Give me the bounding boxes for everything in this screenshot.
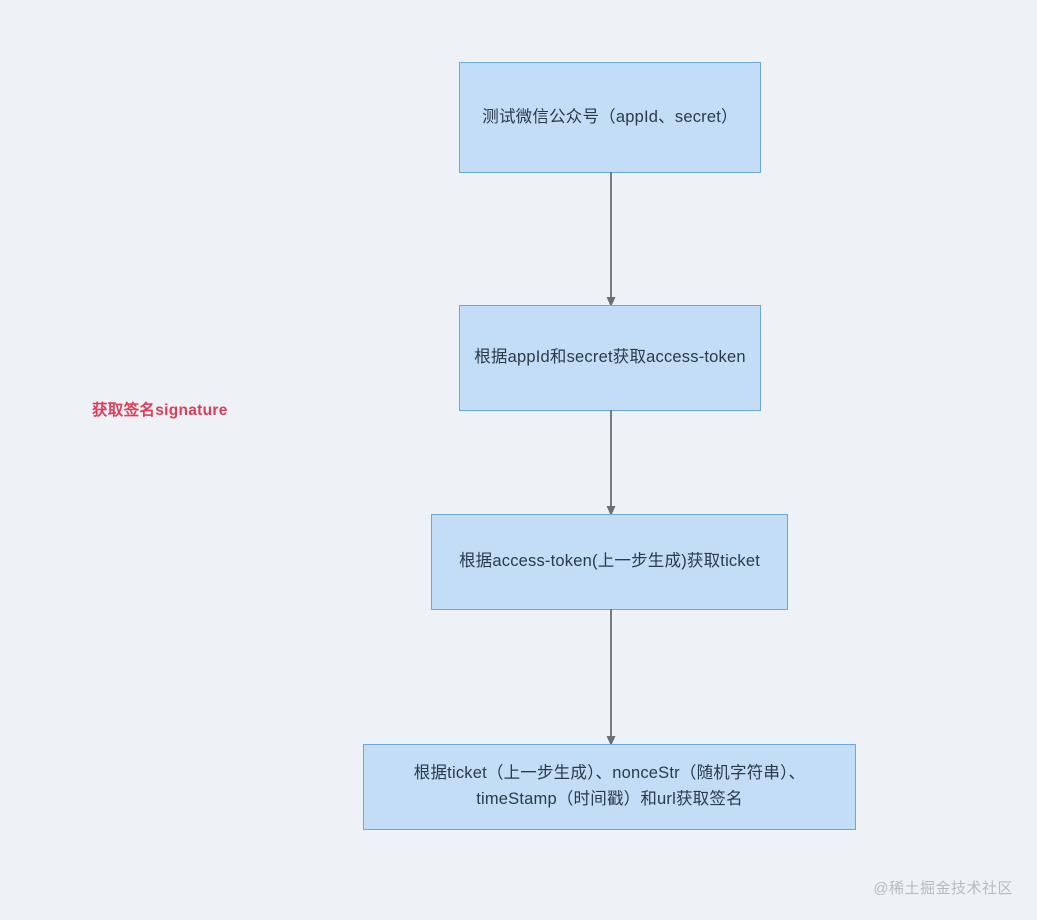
flow-connector-arrow-2 bbox=[606, 410, 616, 516]
flow-connector-arrow-1 bbox=[606, 172, 616, 307]
flow-node-label: 根据ticket（上一步生成）、nonceStr（随机字符串）、timeStam… bbox=[413, 764, 806, 808]
flow-connector-arrow-3 bbox=[606, 609, 616, 746]
flow-node-label: 根据appId和secret获取access-token bbox=[474, 348, 746, 367]
flow-node-get-access-token[interactable]: 根据appId和secret获取access-token bbox=[459, 305, 761, 411]
flow-node-label: 测试微信公众号（appId、secret） bbox=[482, 107, 738, 126]
flow-node-get-ticket[interactable]: 根据access-token(上一步生成)获取ticket bbox=[431, 514, 788, 610]
flow-node-get-signature[interactable]: 根据ticket（上一步生成）、nonceStr（随机字符串）、timeStam… bbox=[363, 744, 856, 830]
flow-node-label: 根据access-token(上一步生成)获取ticket bbox=[458, 552, 760, 571]
watermark: @稀土掘金技术社区 bbox=[873, 880, 1013, 897]
flow-node-test-wechat-account[interactable]: 测试微信公众号（appId、secret） bbox=[459, 62, 761, 173]
section-label-get-signature: 获取签名signature bbox=[92, 402, 228, 419]
